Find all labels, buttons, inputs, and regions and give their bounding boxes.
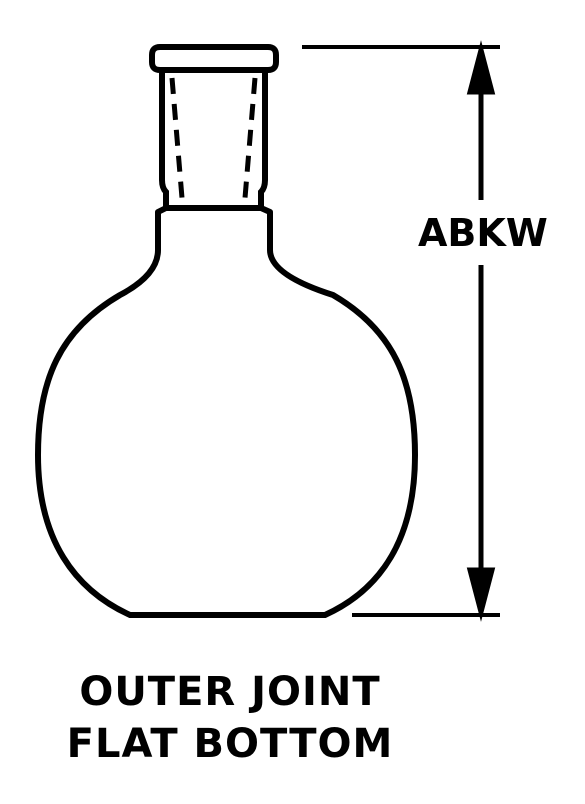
dimension-extension-lines	[302, 45, 500, 617]
dimension-label: ABKW	[418, 211, 548, 255]
dimension-line	[466, 40, 496, 622]
caption-line-1: OUTER JOINT	[79, 669, 381, 715]
arrow-down-icon	[466, 567, 496, 622]
flask-body	[35, 205, 418, 618]
flask-neck	[159, 67, 268, 211]
joint-taper-lines	[169, 77, 258, 199]
caption-line-2: FLAT BOTTOM	[66, 721, 394, 767]
arrow-up-icon	[466, 40, 496, 95]
